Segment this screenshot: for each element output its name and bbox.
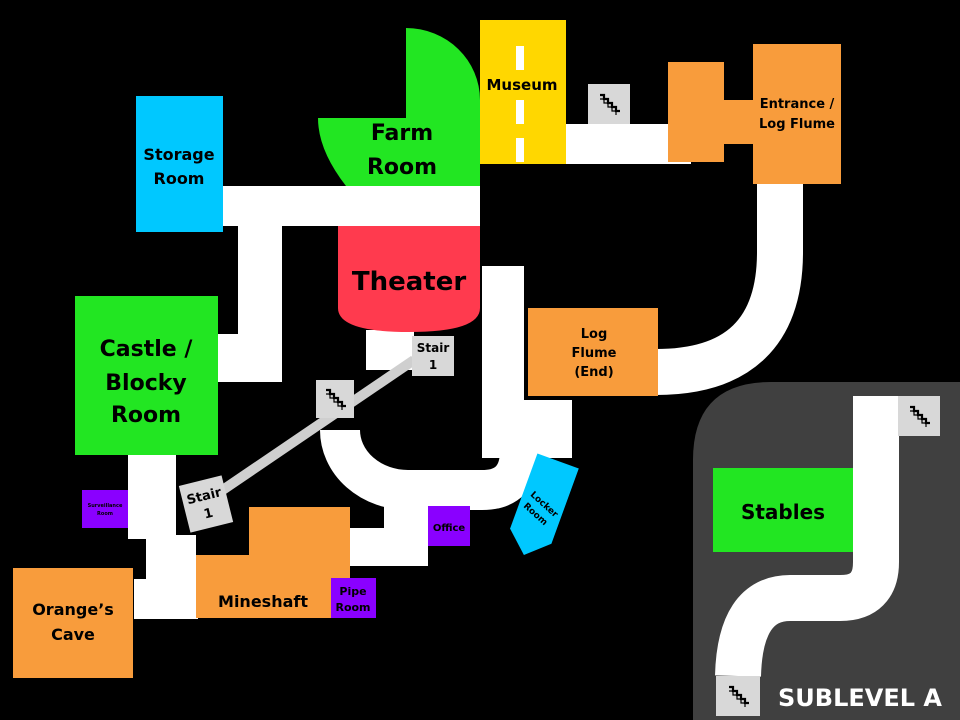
entrance-label: Entrance /Log Flume: [759, 97, 835, 132]
log-flume-end-room: [528, 308, 658, 396]
corridors: [128, 124, 691, 619]
pipe-room: [331, 578, 376, 618]
entrance-link: [720, 100, 756, 144]
stables-label: Stables: [741, 500, 825, 524]
stair-1-lower: Stair1: [178, 475, 234, 533]
lower-curved-hall: [320, 428, 540, 510]
storage-room: [136, 96, 223, 232]
museum-label: Museum: [486, 76, 557, 94]
entrance-room: [753, 44, 841, 184]
castle-room: [75, 296, 218, 455]
surveillance-room: [82, 490, 128, 528]
stair-1-connector: [205, 355, 417, 505]
office-room: [428, 506, 470, 546]
farm-room: [318, 28, 480, 186]
theater: [338, 226, 480, 332]
museum-divider: [516, 138, 524, 162]
theater-label: Theater: [352, 267, 466, 297]
mineshaft-room: [196, 507, 350, 618]
entrance-annex: [668, 62, 724, 162]
stair-1-upper: [412, 336, 454, 376]
sublevel-title: SUBLEVEL A: [778, 684, 942, 712]
oranges-cave-room: [13, 568, 133, 678]
museum-divider: [516, 46, 524, 70]
stables-room: [713, 468, 853, 552]
museum-divider: [516, 100, 524, 124]
log-flume-track: [655, 182, 803, 395]
locker-room: LockerRoom: [510, 453, 579, 555]
mineshaft-label: Mineshaft: [218, 592, 308, 611]
sublevel-corridor: [715, 396, 899, 678]
office-label: Office: [433, 523, 466, 534]
